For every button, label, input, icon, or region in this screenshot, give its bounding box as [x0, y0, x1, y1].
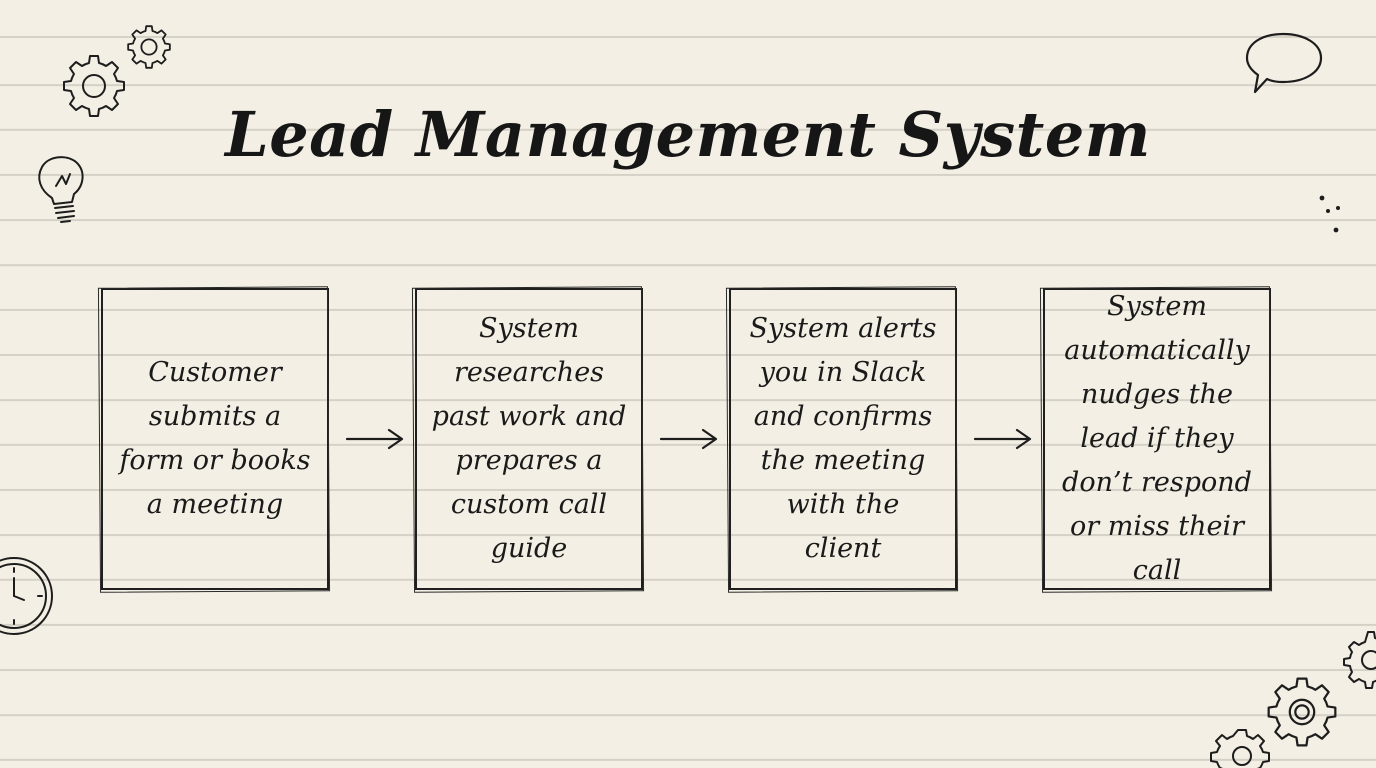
arrow-right-icon — [973, 428, 1032, 450]
step-text-2: System researches past work and prepares… — [431, 313, 627, 564]
gear-icon — [127, 25, 171, 69]
clock-icon — [0, 557, 53, 635]
sparkle-dots-icon — [1319, 195, 1340, 233]
arrow-right-icon — [659, 428, 718, 450]
gear-icon — [1210, 729, 1270, 768]
speech-bubble-icon — [1245, 32, 1323, 94]
lightbulb-icon — [38, 156, 84, 223]
step-text-1: Customer submits a form or books a meeti… — [119, 357, 311, 520]
step-box-4: System automatically nudges the lead if … — [1043, 288, 1271, 590]
diagram-title: Lead Management System — [225, 98, 1151, 171]
step-text-3: System alerts you in Slack and confirms … — [749, 313, 937, 564]
gear-icon — [63, 55, 125, 117]
step-box-1: Customer submits a form or books a meeti… — [101, 288, 329, 590]
gear-icon — [1267, 677, 1337, 747]
step-text-4: System automatically nudges the lead if … — [1062, 291, 1252, 586]
gear-icon — [1343, 631, 1376, 689]
arrow-right-icon — [345, 428, 404, 450]
step-box-2: System researches past work and prepares… — [415, 288, 643, 590]
step-box-3: System alerts you in Slack and confirms … — [729, 288, 957, 590]
